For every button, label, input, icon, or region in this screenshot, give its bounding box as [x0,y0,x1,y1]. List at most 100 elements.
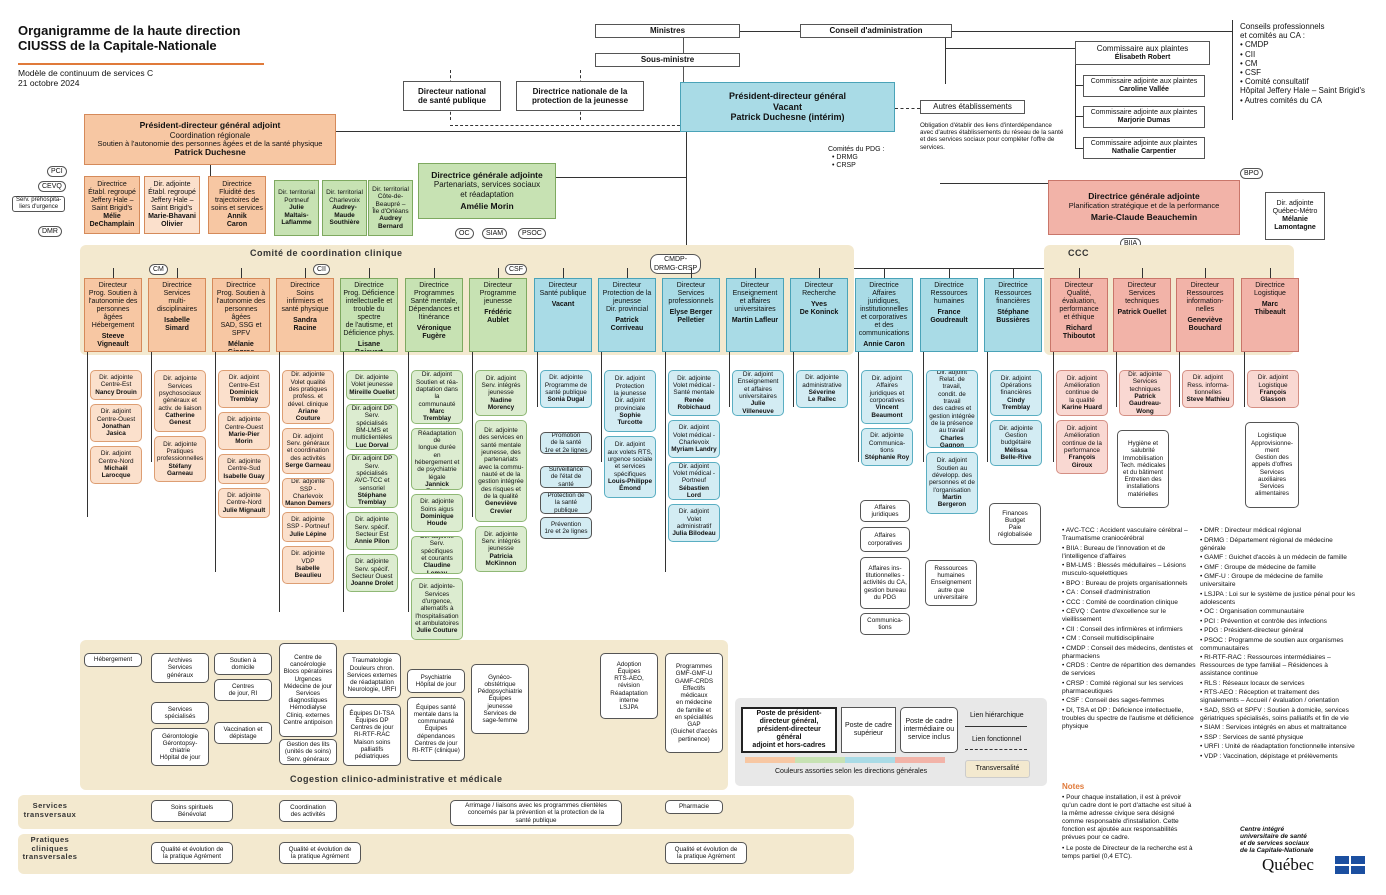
sante-publique-service: Protection de la santé publique [540,492,592,514]
acronym-item: • DMR : Directeur médical régional [1200,527,1302,534]
sante-publique-service-label: Promotion de la santé 1re et 2e lignes [544,432,588,454]
pdga-sub-name: Marie-Bhavani Olivier [148,213,196,229]
pratique-service: Qualité et évolution de la pratique Agré… [279,842,361,864]
direction-box: Directrice Soins infirmiers et santé phy… [276,278,334,352]
dir-adjoint-name: Cindy Tremblay [1001,396,1031,412]
dir-adjoint-name: Stéphanie Roy [864,454,910,462]
notes: Notes • Pour chaque installation, il est… [1062,782,1197,861]
dir-adjoint-box: Dir. adjointe Services psychosociaux gén… [154,370,206,432]
direction-title: Directrice Ressources humaines [930,282,968,306]
dir-adjoint-name: Julie Couture [416,627,458,635]
vertical-connector [408,352,409,612]
pill-cm: CM [149,264,168,275]
direction-name: Vacant [551,301,575,309]
acronym-item: • BIIA : Bureau de l'innovation et de l'… [1062,544,1166,560]
acronym-item: • DRMG : Département régional de médecin… [1200,536,1333,552]
pdga-sub-name: Annik Caron [226,213,248,229]
title-line1: Organigramme de la haute direction [18,23,241,38]
dir-adjoint-title: Dir. adjointe- Services d'urgence, alter… [415,583,459,628]
connector-line [177,268,178,278]
legend-couleurs: Couleurs assorties selon les directions … [775,768,928,775]
dir-adjoint-title: Dir. adjointe Volet qualité des pratique… [287,371,329,408]
dir-adjoint-name: Serge Garneau [285,462,331,470]
pratique-service: Qualité et évolution de la pratique Agré… [665,842,747,864]
cogestion-service-label: Programmes GMF-GMF-U GAMF-CRDS Effectifs… [670,663,718,743]
cogestion-service-label: Adoption Équipes RTS-AEO, révision Réada… [610,660,648,712]
vertical-connector [215,352,216,572]
direction-box: Directrice Services multi- disciplinaire… [148,278,206,352]
dir-adjoint-name: Julie Mignault [222,506,266,514]
cogestion-service: Psychiatrie Hôpital de jour [407,669,465,693]
dir-adjoint-name: Vincent Beaumont [871,404,903,419]
connector-line [241,268,242,278]
dir-adjoint-title: Dir. adjointe Volet médical - Santé ment… [673,374,715,397]
dir-adjoint-title: Dir. adjointe des services en santé ment… [478,426,524,501]
dir-adjoint-name: François Giroux [1068,454,1096,469]
legend-cadre-superieur: Poste de cadre supérieur [841,707,896,753]
dir-adjoint-name: Karine Huard [1061,404,1103,412]
dir-adjoint-name: Michaël Larocque [101,465,131,480]
pdga-pill: PCI [47,166,67,177]
transversal-service-label: Pharmacie [678,803,710,811]
dir-adjoint-box: Dir. adjoint DP Serv. spécialisés BM-LMS… [346,404,398,450]
cogestion-service: Gérontologie Gérontopsy- chiatrie Hôpita… [151,728,209,766]
subtitle-model: Modèle de continuum de services C [18,68,154,78]
acronym-item: • VDP : Vaccination, dépistage et prélèv… [1200,752,1338,760]
subtitle-date: 21 octobre 2024 [18,77,80,88]
conseil-item: Autres comités du CA [1240,96,1385,105]
acronym-item: • SAD, SSG et SPFV : Soutien à domicile,… [1200,706,1349,722]
direction-name: Mélanie Gingras [228,341,254,351]
dir-adjoint-box: Dir. adjoint Enseignement et affaires un… [732,370,784,416]
rh-service-label: Ressources humaines Enseignement autre q… [930,564,972,601]
conseil-item: CM [1240,59,1385,68]
dir-adjoint-box: Dir. adjoint Amélioration continue de la… [1056,420,1108,474]
pdga-pill: CEVQ [38,181,66,192]
connector-line [1142,268,1143,278]
dir-adjoint-box: Dir. adjoint Affaires juridiques et corp… [861,370,913,424]
direction-name: France Goudreault [930,309,968,325]
dir-adjoint-title: Dir. adjoint Soutien et réa- daptation d… [416,371,458,408]
dir-adjoint-title: Dir. adjointe administrative [802,374,842,389]
direction-title: Directeur Protection de la jeunesse Dir.… [602,282,652,314]
transversal-service: Soins spirituels Bénévolat [151,800,233,822]
direction-box: Directrice Prog. Soutien à l'autonomie d… [212,278,270,352]
direction-title: Directrice Services multi- disciplinaire… [156,282,198,314]
quebec-logo-text: Québec [1262,855,1314,874]
dir-adjoint-title: Dir. adjointe Serv. intégrés jeunesse [481,530,521,553]
cogestion-service-label: Gestion des lits (unités de soins) Serv.… [284,741,332,763]
acronym-item: • CII : Conseil des infirmières et infir… [1062,625,1183,633]
acronym-item: • CEVQ : Centre d'excellence sur le viei… [1062,608,1166,623]
cogestion-service: Adoption Équipes RTS-AEO, révision Réada… [600,653,658,719]
directrice-nationale-protection-jeunesse: Directrice nationale de la protection de… [516,81,644,111]
dir-adjoint-name: Catherine Genest [165,412,195,427]
cogestion-service-label: Équipes santé mentale dans la communauté… [412,703,460,755]
dir-adjoint-title: Dir. adjointe Services psychosociaux gén… [158,375,202,412]
pdg-interim: Patrick Duchesne (intérim) [730,112,845,123]
direction-name: Annie Caron [863,341,905,349]
cogestion-service: Programmes GMF-GMF-U GAMF-CRDS Effectifs… [665,653,723,753]
vertical-connector [601,352,602,462]
acronyms-right: • DMR : Directeur médical régional • DRMG… [1200,527,1360,762]
dga1-pill: SIAM [482,228,508,239]
vertical-connector [151,352,152,462]
dir-adjoint-title: Dir. adjointe Services techniques [1128,370,1162,393]
pdg-title: Président-directeur général [728,91,847,102]
connector-line [563,268,564,278]
dir-adjoint-title: Dir. adjointe Programme de santé publiqu… [544,374,588,396]
vertical-connector [858,352,859,462]
dir-adjoint-title: Dir. adjoint Volet administratif [676,508,712,530]
dir-adjoint-box: Dir. adjointe Volet médical - Santé ment… [668,370,720,416]
vertical-connector [343,352,344,612]
dir-adjoint-title: Dir. adjointe Centre-Sud [227,457,261,473]
cogestion-service: Gestion des lits (unités de soins) Serv.… [279,739,337,765]
dir-adjoint-name: Mireille Ouellet [349,388,395,396]
dir-adjoint-title: Dir. adjointe Pratiques professionnelles [156,440,204,463]
acronym-item: • CA : Conseil d'administration [1062,589,1151,596]
